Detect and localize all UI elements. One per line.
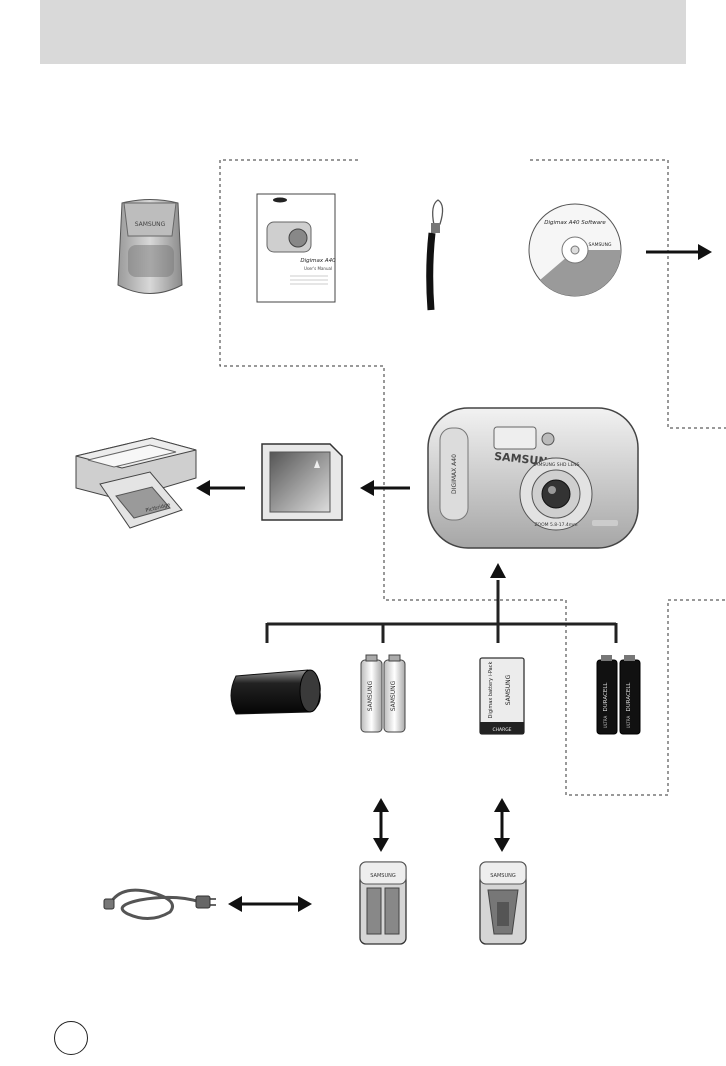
arrow-left-icon bbox=[360, 480, 374, 496]
svg-text:SAMSUNG: SAMSUNG bbox=[390, 680, 397, 711]
svg-text:SAMSUNG: SAMSUNG bbox=[490, 873, 516, 879]
arrow-right-icon bbox=[698, 244, 712, 260]
battery-group-outline bbox=[219, 159, 726, 796]
double-arrow-vertical-icon bbox=[494, 838, 510, 852]
svg-text:ULTRA: ULTRA bbox=[626, 716, 631, 729]
svg-text:SAMSUNG: SAMSUNG bbox=[370, 873, 396, 879]
svg-text:DURACELL: DURACELL bbox=[603, 682, 609, 712]
svg-text:ULTRA: ULTRA bbox=[603, 716, 608, 729]
arrow-left-icon bbox=[196, 480, 210, 496]
svg-text:SAMSUNG: SAMSUNG bbox=[505, 674, 512, 705]
header-bar bbox=[40, 0, 686, 64]
software-group-outline bbox=[530, 159, 726, 429]
svg-text:Digimax A40 Software: Digimax A40 Software bbox=[544, 220, 606, 226]
power-connector-tree bbox=[265, 580, 618, 643]
svg-text:DURACELL: DURACELL bbox=[626, 682, 632, 712]
svg-text:User's Manual: User's Manual bbox=[304, 266, 332, 271]
svg-text:CHARGE: CHARGE bbox=[492, 727, 511, 733]
arrow-up-icon bbox=[490, 563, 506, 578]
svg-text:SAMSUNG: SAMSUNG bbox=[589, 242, 612, 248]
svg-text:Digimax battery i-Pack: Digimax battery i-Pack bbox=[488, 661, 494, 718]
page-number-circle bbox=[54, 1021, 88, 1055]
double-arrow-horizontal-icon bbox=[298, 896, 312, 912]
svg-text:SAMSUNG SHD LENS: SAMSUNG SHD LENS bbox=[532, 462, 579, 468]
svg-text:SAMSUNG: SAMSUNG bbox=[135, 221, 166, 228]
svg-text:Digimax A40: Digimax A40 bbox=[300, 258, 336, 264]
svg-text:SAMSUNG: SAMSUNG bbox=[367, 680, 374, 711]
svg-text:ZOOM 5.8-17.4mm: ZOOM 5.8-17.4mm bbox=[534, 522, 577, 528]
svg-text:DIGIMAX A40: DIGIMAX A40 bbox=[451, 454, 458, 494]
svg-text:Pictbridge: Pictbridge bbox=[145, 502, 171, 514]
double-arrow-vertical-icon bbox=[373, 838, 389, 852]
